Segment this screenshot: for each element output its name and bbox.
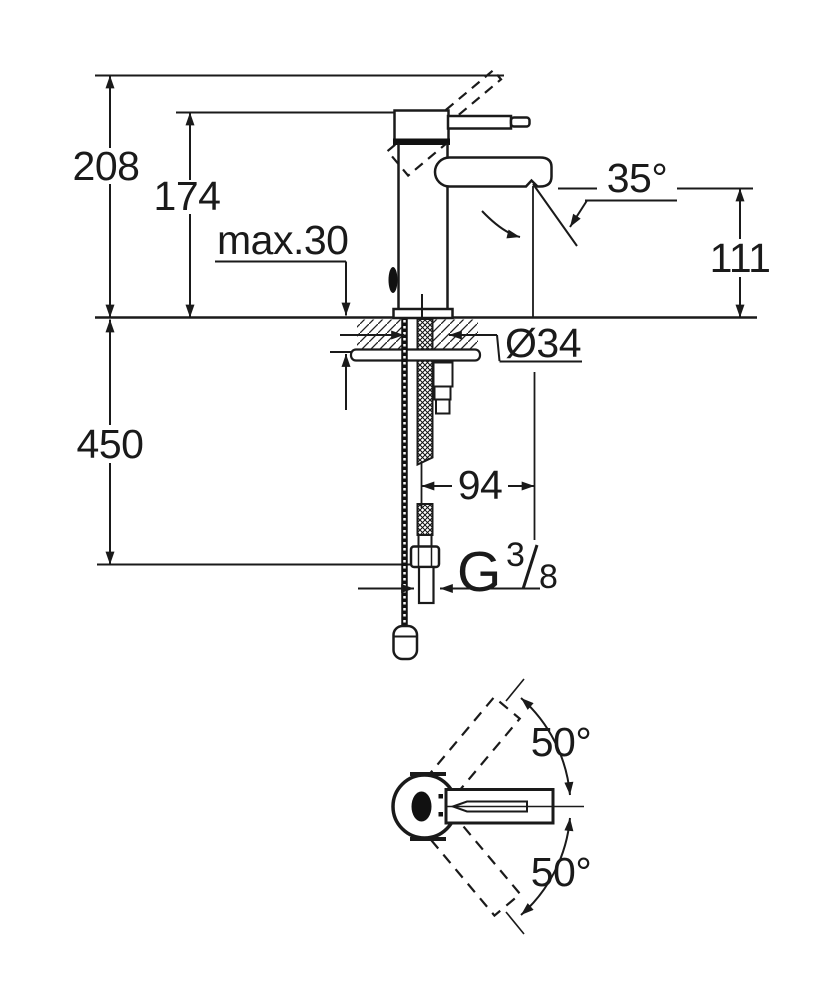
label-lever-swing-up: 50° xyxy=(531,719,592,765)
flex-hose xyxy=(416,503,434,536)
swing-arcs xyxy=(505,678,574,935)
connector-pipe xyxy=(417,565,435,605)
label-thread-g38: G 3 8 xyxy=(457,536,558,604)
label-height-to-cartridge: 174 xyxy=(154,173,221,219)
mounting-washer xyxy=(349,348,482,362)
flow-arrow xyxy=(481,210,521,239)
label-outlet-height: 111 xyxy=(710,235,771,281)
dim-35-arrow xyxy=(569,199,588,228)
label-hole-diameter: Ø34 xyxy=(505,320,581,366)
thread-fraction-slash xyxy=(521,544,539,590)
label-overall-height: 208 xyxy=(73,143,140,189)
label-plates xyxy=(70,148,772,504)
faucet-plan xyxy=(391,772,584,841)
label-supply-length: 450 xyxy=(77,421,144,467)
label-mounting-thickness: max.30 xyxy=(217,217,348,263)
label-spout-angle: 35° xyxy=(607,155,668,201)
lever xyxy=(446,114,513,130)
cartridge-plan xyxy=(411,791,432,822)
spout xyxy=(433,156,553,188)
hose-nut xyxy=(409,545,441,569)
faucet-body xyxy=(386,68,578,320)
fixing-bracket xyxy=(432,361,454,388)
thread-letter: G xyxy=(457,540,501,604)
side-view: 208 174 max.30 35° 111 Ø34 450 94 G 3 8 xyxy=(70,68,772,661)
threaded-shank xyxy=(416,318,434,467)
dimension-labels: 208 174 max.30 35° 111 Ø34 450 94 G 3 8 xyxy=(73,143,771,604)
pull-rod-knob xyxy=(392,624,419,661)
swing-arc-up xyxy=(520,697,574,796)
lever-tip xyxy=(509,116,531,128)
label-spout-projection: 94 xyxy=(458,462,503,508)
cap-collar xyxy=(393,138,450,145)
thread-denominator: 8 xyxy=(539,558,558,596)
stream-direction-line xyxy=(532,183,578,247)
temperature-indicator xyxy=(388,267,398,293)
lever-swing-down-dashed xyxy=(424,810,522,918)
dim-34-leader xyxy=(496,334,582,363)
swing-arc-down xyxy=(520,817,574,916)
label-lever-swing-down: 50° xyxy=(531,849,592,895)
thread-numerator: 3 xyxy=(506,536,525,574)
lever-swing-up-dashed xyxy=(423,695,522,803)
top-view: 50° 50° xyxy=(391,678,592,935)
